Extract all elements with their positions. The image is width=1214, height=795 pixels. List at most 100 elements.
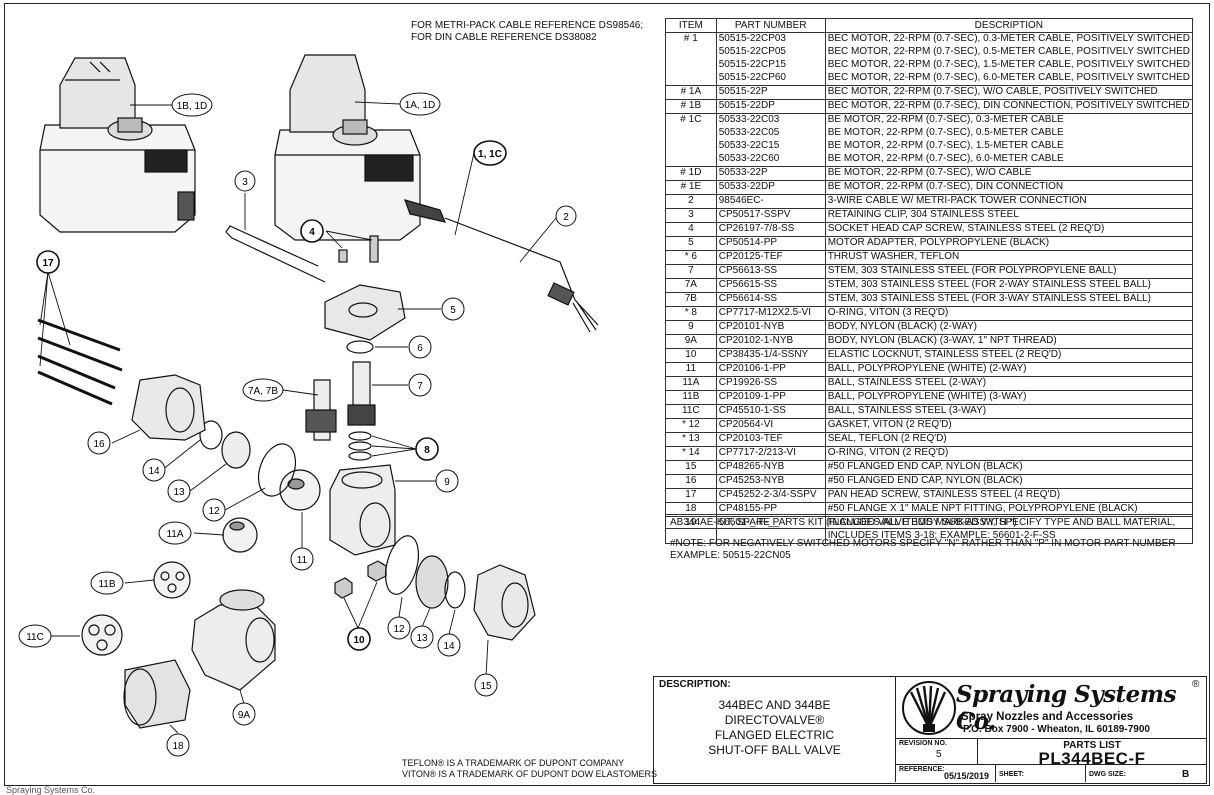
description-line: 344BEC AND 344BE [718, 698, 831, 712]
exploded-view-drawing: 1B, 1D 1A, 1D 1, 1C 2 3 4 5 6 7 7A, 7B 8… [18, 54, 599, 757]
item-cell: * 6 [665, 250, 717, 265]
item-cell: # 1A [665, 85, 717, 100]
part-number-cell: CP20103-TEF [715, 432, 826, 447]
description-cell: BEC MOTOR, 22-RPM (0.7-SEC), DIN CONNECT… [824, 99, 1194, 114]
description-cell: BEC MOTOR, 22-RPM (0.7-SEC), 0.3-METER C… [824, 32, 1194, 46]
screw-left [338, 249, 348, 263]
item-cell: 11C [665, 404, 717, 419]
description-cell: RETAINING CLIP, 304 STAINLESS STEEL [824, 208, 1194, 223]
svg-text:9A: 9A [238, 710, 251, 721]
callout-1-1c: 1, 1C [473, 140, 507, 166]
description-cell: BEC MOTOR, 22-RPM (0.7-SEC), W/O CABLE, … [824, 85, 1194, 100]
svg-text:6: 6 [417, 343, 423, 354]
part-number-cell: CP7717-M12X2.5-VI [715, 306, 826, 321]
item-cell: # 1D [665, 166, 717, 181]
svg-text:14: 14 [443, 641, 455, 652]
revision-number: 5 [936, 749, 942, 760]
description-cell: BALL, POLYPROPYLENE (WHITE) (3-WAY) [824, 390, 1194, 405]
dwg-size-label: DWG SIZE: [1089, 771, 1126, 778]
drawing-number-cell: PARTS LIST PL344BEC-F [978, 739, 1206, 768]
description-cell: ELASTIC LOCKNUT, STAINLESS STEEL (2 REQ'… [824, 348, 1194, 363]
description-cell: BE MOTOR, 22-RPM (0.7-SEC), DIN CONNECTI… [824, 180, 1194, 195]
item-cell: 17 [665, 488, 717, 503]
callout-1b-1d: 1B, 1D [171, 93, 213, 117]
description-cell: SEAL, TEFLON (2 REQ'D) [824, 432, 1194, 447]
description-line: SHUT-OFF BALL VALVE [708, 743, 841, 757]
description-cell: O-RING, VITON (3 REQ'D) [824, 306, 1194, 321]
spare-parts-kit-row: AB344AE-KIT, SPARE PARTS KIT (INCLUDES A… [665, 514, 1193, 529]
svg-text:2: 2 [563, 212, 569, 223]
registered-mark: ® [1192, 679, 1200, 690]
callout-8: 8 [415, 437, 439, 461]
item-cell: 2 [665, 194, 717, 209]
revision-label: REVISION NO. [899, 740, 947, 747]
gasket-left [257, 443, 297, 497]
item-cell [665, 59, 717, 72]
svg-text:14: 14 [148, 466, 160, 477]
revision-date: 05/15/2019 [944, 771, 990, 781]
drawing-sheet [4, 3, 1210, 786]
ball-11c [81, 614, 123, 656]
callout-15: 15 [474, 673, 498, 697]
part-number-cell: CP38435-1/4-SSNY [715, 348, 826, 363]
item-cell: 11 [665, 362, 717, 377]
svg-text:7: 7 [417, 381, 423, 392]
description-cell: STEM, 303 STAINLESS STEEL (FOR 2-WAY STA… [824, 278, 1194, 293]
svg-text:11: 11 [297, 555, 308, 566]
negative-switch-note: #NOTE: FOR NEGATIVELY SWITCHED MOTORS SP… [670, 538, 1176, 562]
part-number-cell: CP20101-NYB [715, 320, 826, 335]
description-cell: 3-WIRE CABLE W/ METRI-PACK TOWER CONNECT… [824, 194, 1194, 209]
cable-reference-line: FOR METRI-PACK CABLE REFERENCE DS98546; [411, 20, 644, 31]
seal-right [415, 555, 449, 609]
cable-reference-line: FOR DIN CABLE REFERENCE DS38082 [411, 32, 597, 43]
part-number-cell: 98546EC- [715, 194, 826, 209]
item-cell: * 8 [665, 306, 717, 321]
svg-text:1B, 1D: 1B, 1D [177, 101, 208, 112]
table-header-row: ITEM PART NUMBER DESCRIPTION [665, 18, 1194, 33]
part-number-cell: CP45253-NYB [715, 474, 826, 489]
svg-text:16: 16 [93, 439, 105, 450]
part-number-cell: 50533-22P [715, 166, 826, 181]
svg-text:3: 3 [242, 177, 248, 188]
trademark-line: VITON® IS A TRADEMARK OF DUPONT DOW ELAS… [402, 769, 658, 779]
part-number-cell: CP56613-SS [715, 264, 826, 279]
item-cell: * 13 [665, 432, 717, 447]
reference-cell: REFERENCE: 05/15/2019 [896, 765, 996, 782]
callout-12-left: 12 [202, 498, 226, 522]
item-cell: 7 [665, 264, 717, 279]
part-number-cell: CP45510-1-SS [715, 404, 826, 419]
svg-text:11C: 11C [26, 632, 44, 643]
title-block: DESCRIPTION: 344BEC AND 344BE DIRECTOVAL… [653, 676, 1207, 784]
part-number-cell: CP56615-SS [715, 278, 826, 293]
item-cell: 11B [665, 390, 717, 405]
description-label: DESCRIPTION: [659, 679, 731, 690]
item-cell: 15 [665, 460, 717, 475]
description-cell: #50 FLANGE X 1" MALE NPT FITTING, POLYPR… [824, 502, 1194, 517]
callout-4: 4 [300, 219, 324, 243]
callout-3: 3 [234, 170, 256, 192]
description-cell: BODY, NYLON (BLACK) (3-WAY, 1" NPT THREA… [824, 334, 1194, 349]
part-number-cell: 50533-22C05 [715, 127, 826, 140]
description-line: DIRECTOVALVE® [724, 713, 825, 727]
description-cell: #50 FLANGED END CAP, NYLON (BLACK) [824, 460, 1194, 475]
thrust-washer [346, 340, 374, 354]
revision-cell: REVISION NO. 5 [896, 739, 978, 765]
callout-10: 10 [347, 627, 371, 651]
title-description-cell: DESCRIPTION: 344BEC AND 344BE DIRECTOVAL… [654, 677, 896, 782]
svg-text:18: 18 [172, 741, 184, 752]
parts-list-label: PARTS LIST [1063, 740, 1121, 751]
item-cell: 10 [665, 348, 717, 363]
part-number-cell: CP48265-NYB [715, 460, 826, 475]
part-number-cell: CP20125-TEF [715, 250, 826, 265]
trademark-line: TEFLON® IS A TRADEMARK OF DUPONT COMPANY [402, 758, 625, 768]
callout-12-right: 12 [387, 616, 411, 640]
svg-text:13: 13 [416, 633, 428, 644]
company-name: Spraying Systems Co. [956, 681, 1177, 735]
part-number-cell: 50515-22CP05 [715, 46, 826, 59]
